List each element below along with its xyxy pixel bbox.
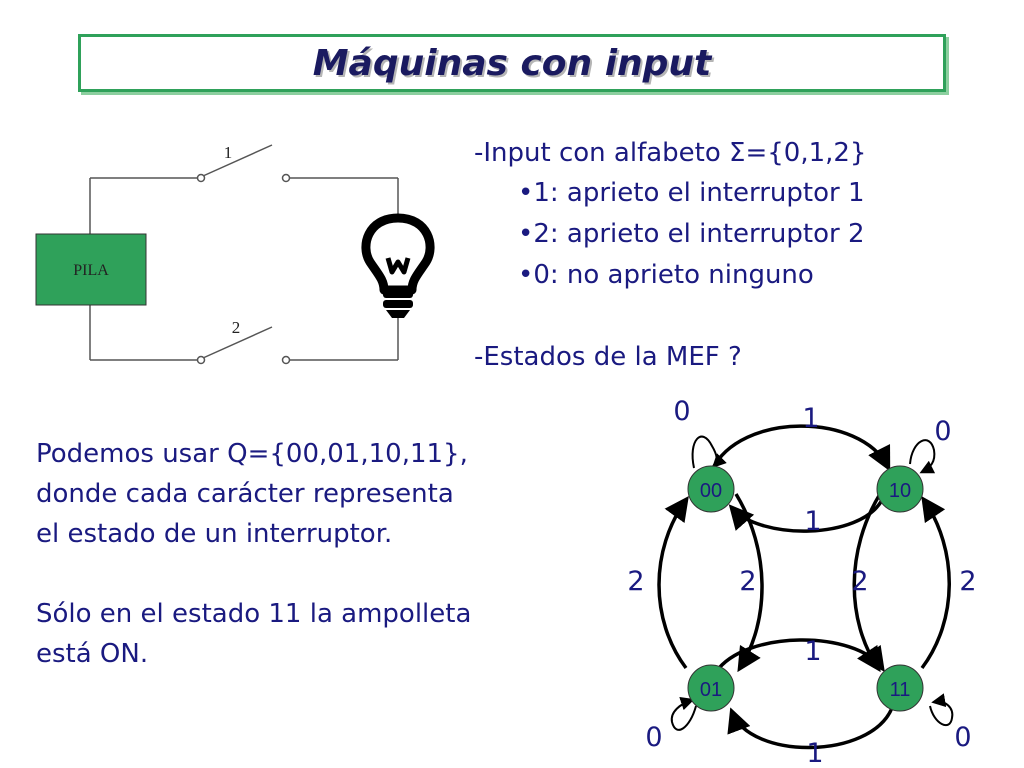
battery-label: PILA: [73, 262, 109, 279]
switch2-contact-left: [196, 355, 206, 365]
switch1-contact-left: [196, 173, 206, 183]
loop-00: [691, 435, 727, 469]
label-top-inner: 1: [804, 506, 821, 537]
label-right-inner: 2: [851, 566, 868, 597]
states-question: -Estados de la MEF ?: [474, 342, 742, 372]
state-10: 10: [876, 465, 924, 513]
switch1-arm: [202, 144, 273, 177]
bullet-input-0: •0: no aprieto ninguno: [518, 260, 814, 290]
loop-01: [670, 696, 697, 731]
label-loop-00: 0: [673, 396, 690, 427]
edge-11-10: [920, 495, 951, 670]
state-00-label: 00: [700, 480, 722, 502]
explanation-text: Podemos usar Q={00,01,10,11}, donde cada…: [36, 434, 471, 674]
loop-11: [929, 693, 954, 727]
state-11-label: 11: [890, 679, 911, 701]
switch2-contact-right: [281, 355, 291, 365]
loop-10: [909, 439, 936, 474]
explanation-line-3: el estado de un interruptor.: [36, 519, 393, 549]
label-loop-10: 0: [934, 416, 951, 447]
label-loop-11: 0: [954, 722, 971, 753]
bullet-input-2: •2: aprieto el interruptor 2: [518, 219, 865, 249]
state-11: 11: [876, 664, 924, 712]
edge-11-01: [727, 707, 894, 750]
light-bulb-icon: [361, 213, 435, 318]
state-01-label: 01: [700, 679, 722, 701]
page-title: Máquinas con input: [312, 42, 712, 84]
title-box: Máquinas con input: [78, 34, 946, 92]
explanation-line-4: Sólo en el estado 11 la ampolleta: [36, 599, 472, 629]
edge-00-10: [710, 424, 891, 472]
switch1-label: 1: [224, 143, 233, 162]
switch1-contact-right: [281, 173, 291, 183]
label-bottom-inner: 1: [804, 636, 821, 667]
label-left-outer: 2: [627, 566, 644, 597]
label-loop-01: 0: [645, 722, 662, 753]
switch2-label: 2: [232, 318, 241, 337]
edge-00-01: [734, 493, 764, 673]
label-bottom-outer: 1: [806, 738, 823, 768]
state-00: 00: [687, 465, 735, 513]
explanation-line-2: donde cada carácter representa: [36, 479, 454, 509]
explanation-line-5: está ON.: [36, 639, 149, 669]
state-10-label: 10: [889, 480, 911, 502]
switch2-arm: [202, 326, 273, 359]
bullet-input-1: •1: aprieto el interruptor 1: [518, 178, 865, 208]
label-top-outer: 1: [802, 403, 819, 434]
explanation-line-1: Podemos usar Q={00,01,10,11},: [36, 439, 468, 469]
edge-10-11: [852, 493, 882, 673]
battery: [35, 233, 147, 306]
alphabet-line: -Input con alfabeto Σ={0,1,2}: [474, 138, 867, 168]
edge-01-00: [657, 496, 689, 670]
state-01: 01: [687, 664, 735, 712]
label-right-outer: 2: [959, 566, 976, 597]
label-left-inner: 2: [739, 566, 756, 597]
